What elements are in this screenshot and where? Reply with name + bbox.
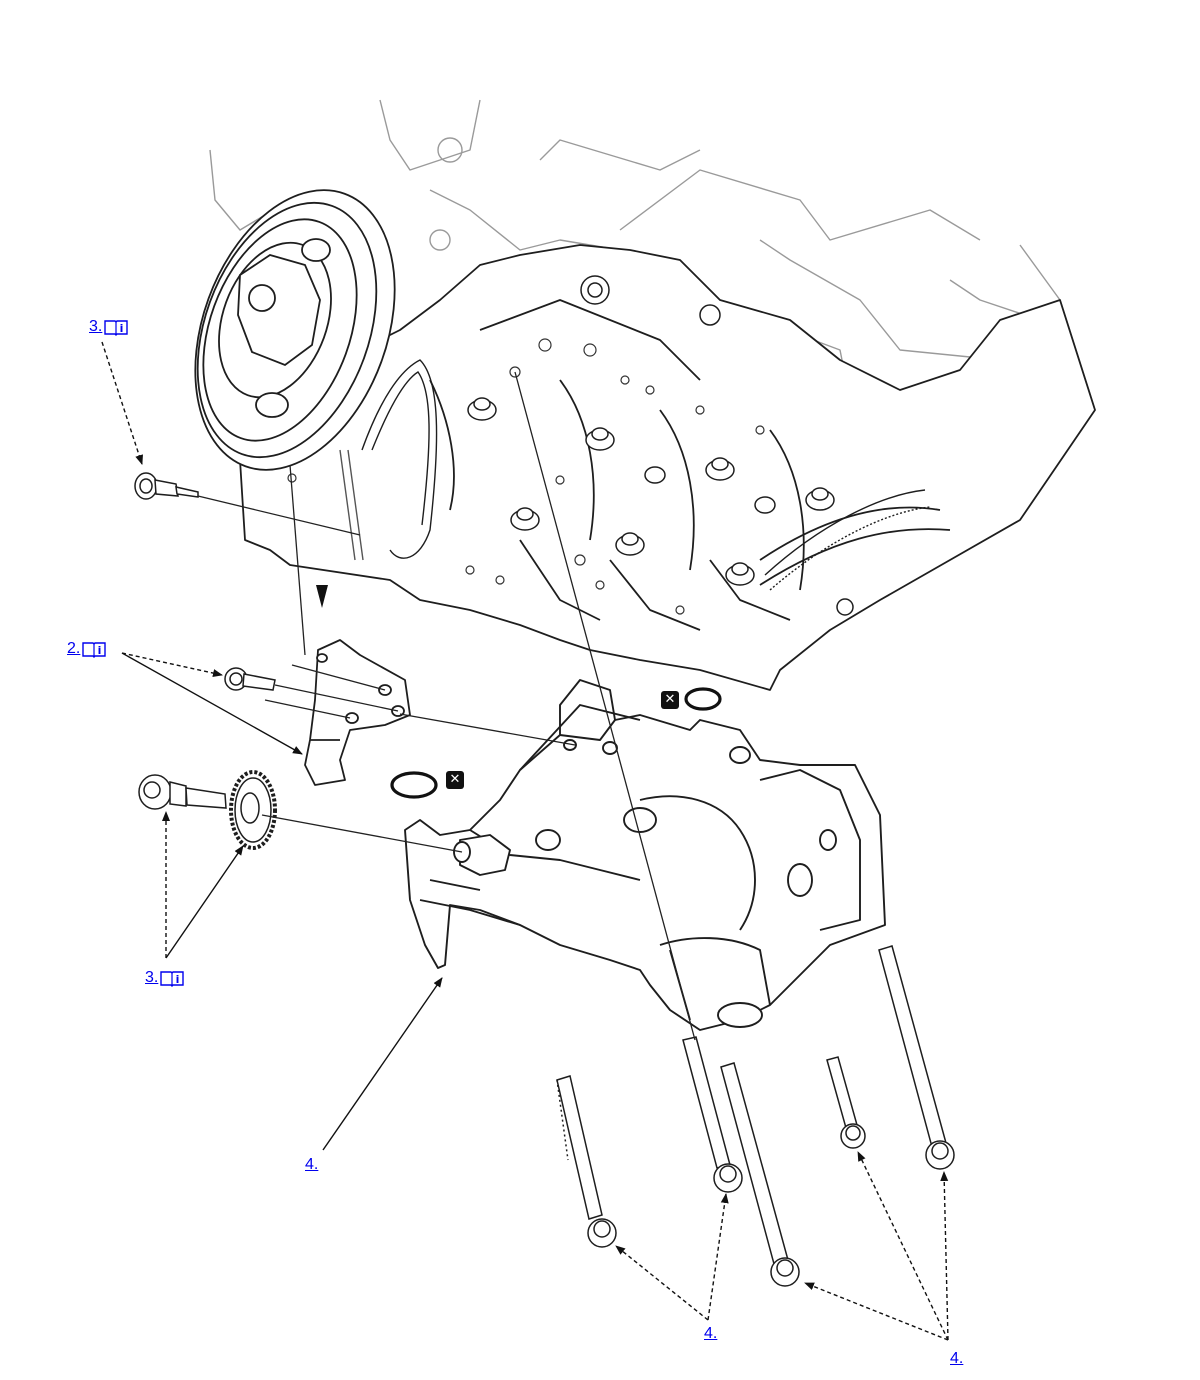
crank-pulley — [194, 189, 396, 471]
callout-label: 3. — [89, 318, 103, 335]
o-rings — [390, 687, 722, 799]
callout-label: 3. — [145, 969, 159, 986]
callout-4-housing[interactable]: 4. — [305, 1156, 318, 1174]
info-book-icon: i — [81, 640, 107, 658]
engine-crankcase — [239, 244, 1096, 691]
svg-text:i: i — [98, 644, 102, 657]
callout-2[interactable]: 2. i — [67, 640, 107, 658]
chain-tensioner — [304, 639, 411, 786]
replace-part-icon: ✕ — [661, 691, 679, 709]
callout-label: 4. — [950, 1350, 964, 1367]
arrow-down — [316, 585, 328, 608]
housing-bolts — [556, 945, 955, 1287]
callout-4-bolts-left[interactable]: 4. — [704, 1325, 717, 1343]
info-book-icon: i — [159, 969, 185, 987]
callout-3-lower[interactable]: 3. i — [145, 969, 185, 987]
info-book-icon: i — [103, 318, 129, 336]
callout-label: 2. — [67, 640, 81, 657]
assembly-lines — [197, 371, 696, 1041]
leader-lines — [101, 341, 949, 1341]
top-bolt — [134, 472, 199, 500]
svg-text:i: i — [120, 322, 124, 335]
callout-3-top[interactable]: 3. i — [89, 318, 129, 336]
callout-4-bolts-right[interactable]: 4. — [950, 1350, 963, 1368]
sprocket-gear — [229, 770, 277, 850]
timing-chain — [339, 359, 438, 561]
callout-label: 4. — [704, 1325, 718, 1342]
sprocket-bolt — [138, 774, 227, 810]
replace-part-icon: ✕ — [446, 771, 464, 789]
block-holes — [287, 338, 765, 615]
ring-gear — [764, 489, 931, 591]
callout-label: 4. — [305, 1156, 319, 1173]
block-bolt-bosses — [467, 275, 854, 616]
svg-text:i: i — [176, 973, 180, 986]
tensioner-bolt — [224, 667, 276, 691]
